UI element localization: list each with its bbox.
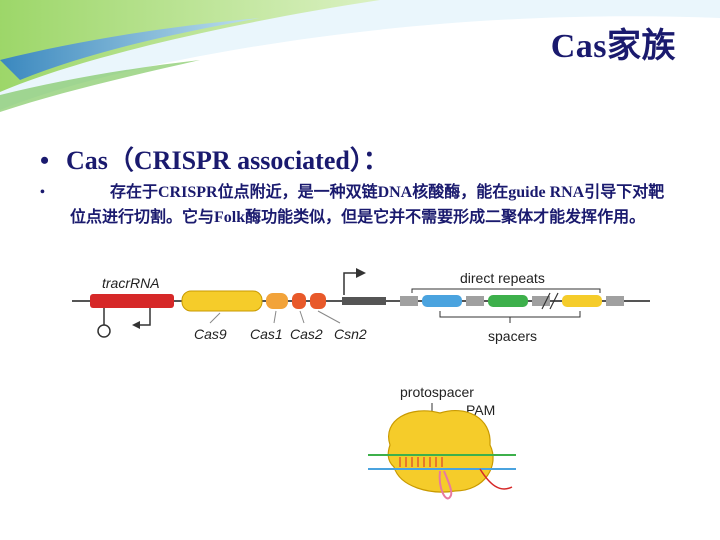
bullet-marker: •	[40, 146, 50, 175]
leader-promoter-icon	[343, 272, 358, 295]
spacer-unit	[488, 295, 528, 307]
spacer-unit	[562, 295, 602, 307]
tracrrna-loop	[438, 470, 453, 500]
cas9-protein	[387, 409, 494, 493]
crispr-locus-diagram: tracrRNA Cas9 Cas1 Cas2 Csn2 direct repe…	[72, 268, 650, 500]
bullet-marker: •	[40, 185, 45, 200]
repeat-unit	[466, 296, 484, 306]
csn2-label: Csn2	[334, 326, 367, 342]
cas9-gene	[181, 290, 263, 312]
cas1-label: Cas1	[250, 326, 283, 342]
terminator-icon	[97, 324, 111, 338]
slide-title: Cas家族	[550, 28, 676, 65]
direct-repeats-label: direct repeats	[460, 270, 545, 286]
repeat-unit	[606, 296, 624, 306]
repeat-unit	[532, 296, 550, 306]
bullet-cas-description: • 存在于CRISPR位点附近，是一种双链DNA核酸酶，能在guide RNA引…	[40, 180, 680, 230]
spacer-unit	[422, 295, 462, 307]
bullet-cas-definition: • Cas（CRISPR associated）：	[40, 140, 389, 177]
tracrrna-gene	[90, 294, 174, 308]
bullet-text: 存在于CRISPR位点附近，是一种双链DNA核酸酶，能在guide RNA引导下…	[70, 184, 665, 226]
repeat-unit	[400, 296, 418, 306]
spacers-label: spacers	[488, 328, 537, 344]
promoter-arrow-icon	[140, 308, 151, 326]
header-decoration	[0, 0, 720, 112]
cas2-gene	[292, 293, 306, 309]
protospacer-label: protospacer	[400, 384, 474, 400]
cas9-label: Cas9	[194, 326, 227, 342]
tracrrna-label: tracrRNA	[102, 275, 160, 291]
cas2-label: Cas2	[290, 326, 323, 342]
bullet-text: Cas（CRISPR associated）：	[66, 146, 389, 175]
csn2-gene	[310, 293, 326, 309]
leader-sequence	[342, 297, 386, 305]
cas1-gene	[266, 293, 288, 309]
